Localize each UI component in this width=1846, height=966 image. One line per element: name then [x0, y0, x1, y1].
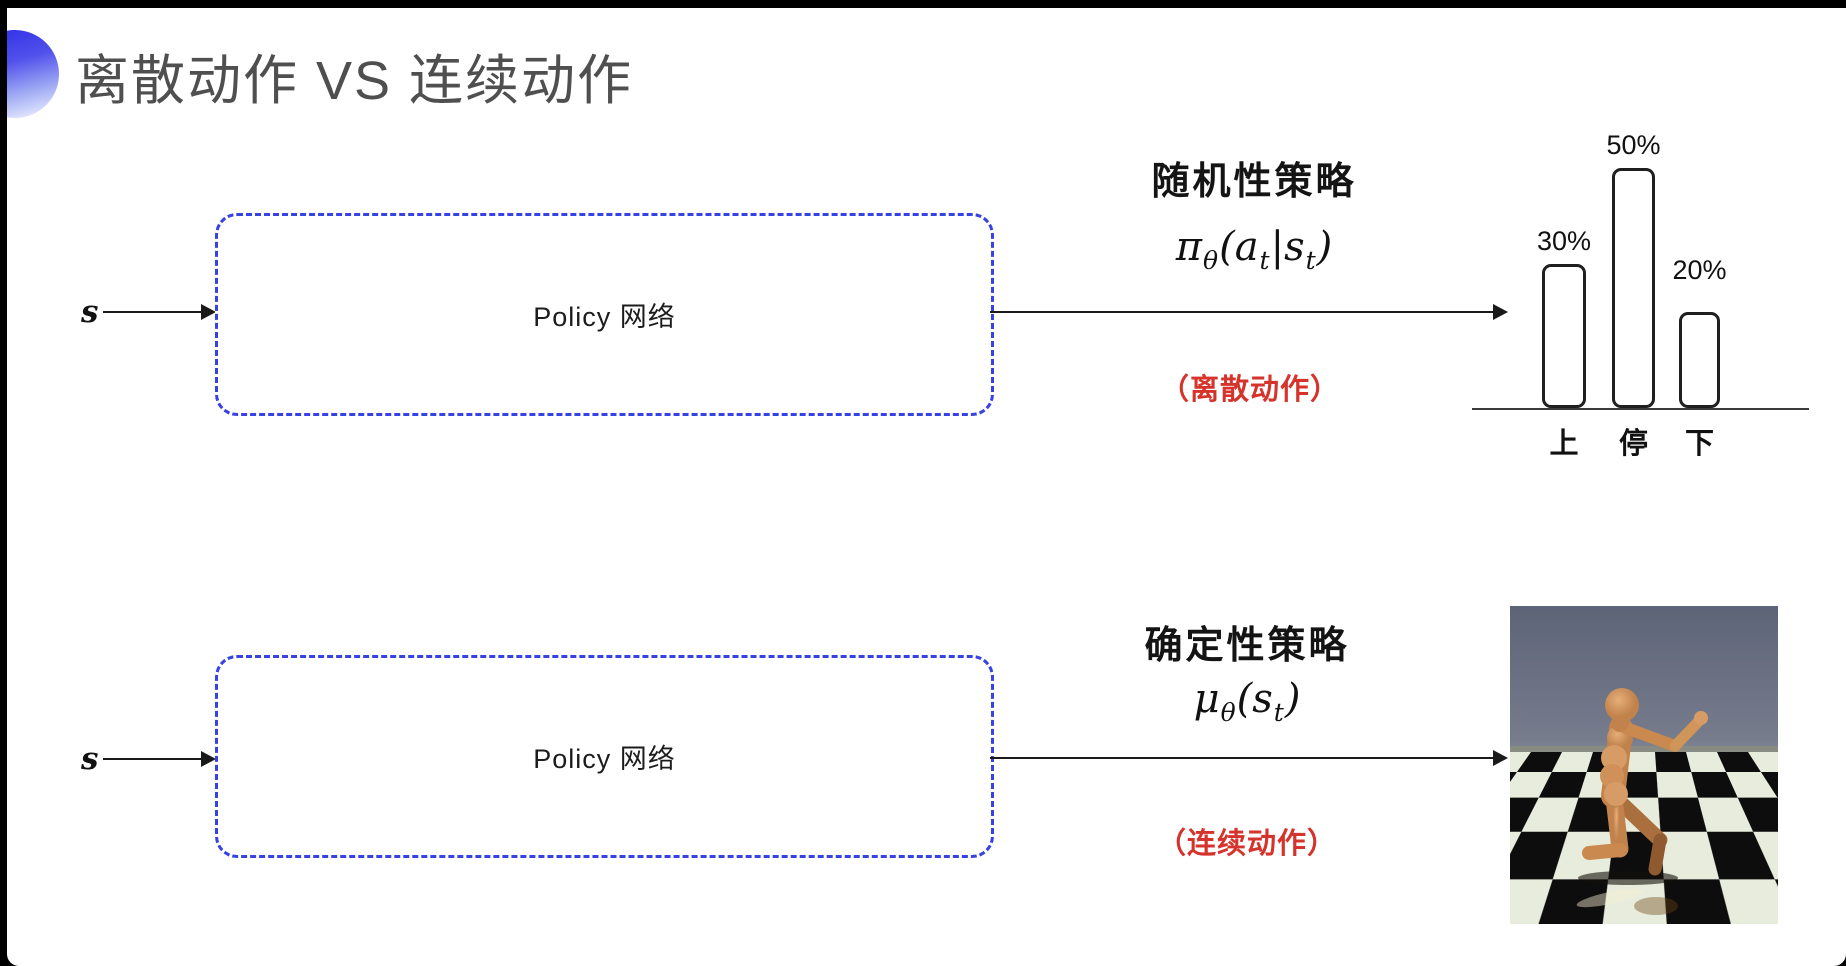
- formula-token: s: [1252, 676, 1273, 722]
- bar: [1612, 168, 1655, 408]
- humanoid-simulation-image: [1510, 606, 1778, 924]
- bar-column: 30% 上: [1537, 226, 1591, 460]
- stochastic-policy-title: 随机性策略: [1151, 161, 1357, 203]
- formula-token: θ: [1220, 698, 1236, 727]
- discrete-action-note: （离散动作）: [1159, 374, 1340, 406]
- formula-token: μ: [1193, 676, 1220, 722]
- formula-token: ): [1284, 676, 1301, 722]
- formula-token: π: [1175, 224, 1203, 270]
- arrowhead-icon: [1493, 304, 1508, 320]
- deterministic-policy-formula: μθ(st): [1037, 676, 1457, 727]
- arrow-state-to-policy-top: [103, 304, 216, 320]
- policy-network-box-bottom: Policy 网络: [215, 655, 994, 858]
- bar-value-label: 20%: [1672, 255, 1727, 285]
- humanoid-robot-figure: [1576, 688, 1708, 915]
- formula-token: (: [1236, 676, 1253, 722]
- formula-token: t: [1305, 246, 1316, 275]
- horizon-line: [1510, 746, 1778, 756]
- formula-token: a: [1234, 224, 1259, 270]
- formula-token: (: [1219, 224, 1235, 270]
- bar-category-label: 停: [1618, 428, 1648, 460]
- chart-x-axis: [1472, 408, 1809, 410]
- page-title: 离散动作 VS 连续动作: [75, 51, 634, 111]
- arrowhead-icon: [1493, 750, 1508, 766]
- bar-value-label: 50%: [1606, 130, 1661, 160]
- bar: [1542, 264, 1586, 408]
- formula-token: |: [1270, 224, 1285, 270]
- formula-token: ): [1316, 224, 1333, 270]
- bar-value-label: 30%: [1536, 226, 1592, 256]
- bar-category-label: 下: [1684, 428, 1714, 460]
- continuous-action-note: （连续动作）: [1156, 828, 1337, 860]
- formula-token: θ: [1203, 246, 1219, 275]
- slide: 离散动作 VS 连续动作 s Policy 网络 随机性策略 πθ(at|st)…: [7, 8, 1846, 966]
- arrowhead-icon: [201, 751, 216, 767]
- policy-network-label-bottom: Policy 网络: [533, 744, 676, 774]
- arrow-policy-to-chart: [990, 304, 1508, 320]
- bar-category-label: 上: [1549, 428, 1579, 460]
- arrow-state-to-policy-bottom: [103, 751, 216, 767]
- arrow-policy-to-simulation: [990, 750, 1508, 766]
- bar-column: 20% 下: [1672, 255, 1726, 460]
- state-input-label-bottom: s: [81, 741, 99, 777]
- policy-network-label-top: Policy 网络: [533, 302, 676, 332]
- state-input-label-top: s: [81, 294, 99, 330]
- bar: [1679, 312, 1720, 408]
- formula-token: s: [1284, 224, 1305, 270]
- bar-column: 50% 停: [1606, 130, 1660, 460]
- formula-token: t: [1273, 698, 1284, 727]
- stochastic-policy-formula: πθ(at|st): [1044, 224, 1464, 275]
- title-bullet-decoration: [7, 30, 59, 118]
- policy-network-box-top: Policy 网络: [215, 213, 994, 416]
- formula-token: t: [1259, 246, 1270, 275]
- action-probability-chart: 30% 上 50% 停 20% 下: [1472, 100, 1817, 460]
- arrowhead-icon: [201, 304, 216, 320]
- deterministic-policy-title: 确定性策略: [1144, 625, 1350, 667]
